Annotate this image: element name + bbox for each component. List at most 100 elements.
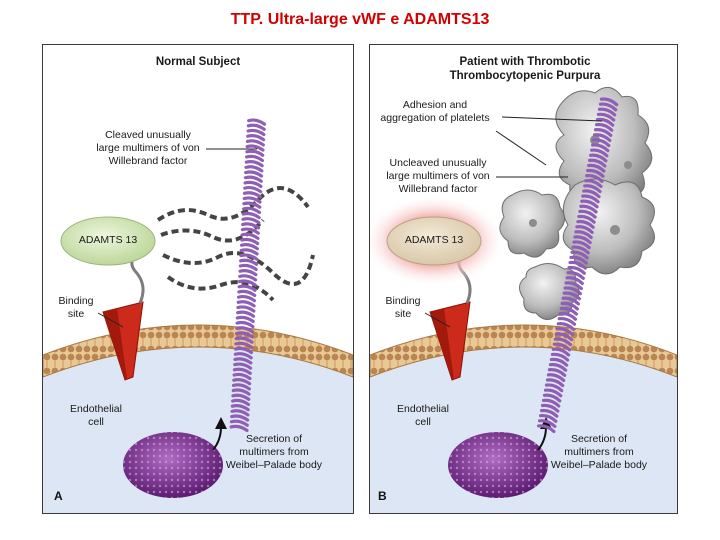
vwf-coil-turn [592,133,612,143]
panel-a-header: Normal Subject [155,56,241,68]
vwf-coil-turn [539,408,559,418]
vwf-coil-turn [241,222,261,230]
cleaved-fragment [166,275,275,302]
binding-site-label: Binding site [385,295,421,320]
cell-cytoplasm [370,345,677,513]
vwf-coil-turn [242,206,262,215]
vwf-coil-turn [231,393,251,401]
vwf-coil-turn [580,199,599,209]
vwf-coil-turn [237,279,257,287]
normal-subject-illustration [43,118,353,513]
vwf-coil-turn [557,316,577,326]
vwf-coil-turn [548,362,568,372]
vwf-coil-turn [242,201,262,209]
vwf-coil-turn [551,347,571,357]
panel-b-header: Patient with Thrombotic Thrombocytopenic… [449,56,601,82]
secretion-label: Secretion of multimers from Weibel–Palad… [550,433,648,471]
vwf-coil-turn [235,326,255,334]
leader-line [97,312,124,328]
adamts13-label: ADAMTS 13 [404,234,464,246]
vwf-coil-turn [241,211,261,220]
vwf-coil-turn [545,378,565,388]
vwf-coil-turn [230,414,250,422]
vwf-coil-turn [572,240,591,250]
uncleaved-multimers-label: Uncleaved unusually large multimers of v… [386,157,490,195]
vwf-coil-turn [238,269,258,277]
vwf-coil-turn [233,352,253,360]
vwf-coil-turn [588,158,607,168]
vwf-coil-turn [564,281,583,291]
vwf-coil-turn [561,296,580,306]
leader-line [501,116,603,122]
vwf-coil-turn [598,102,618,112]
vwf-coil-turn [239,253,259,261]
vwf-coil-turn [231,398,251,407]
vwf-coil-turn [240,237,260,246]
vwf-coil-turn [547,368,567,377]
vwf-coil-turn [593,128,613,137]
vwf-coil-turn [552,342,572,352]
vwf-coil-turn [247,118,267,126]
vwf-coil-turn [582,189,601,199]
vwf-coil-turn [583,184,602,194]
cleaved-fragment [162,251,315,286]
vwf-coil-turn [234,341,254,349]
vwf-coil-turn [576,219,595,229]
vwf-coil-turn [234,336,254,344]
panel-normal-subject: Normal Subject Cleaved unusually large m… [42,44,354,514]
vwf-coil-turn [230,403,250,412]
panel-letter-a: A [54,489,63,503]
vwf-coil-turn [585,173,604,183]
vwf-coil-turn [565,276,584,286]
vwf-coil-turn [231,383,251,391]
vwf-coil-turn [245,139,265,147]
vwf-coil-turn [538,419,557,429]
vwf-coil-turn [239,243,259,251]
vwf-coil-turn [566,271,585,280]
cleaved-multimers-label: Cleaved unusually large multimers of von… [96,129,200,167]
vwf-multimer-coil [537,97,619,434]
vwf-coil-turn [233,357,253,365]
vwf-coil-turn [238,274,258,282]
vwf-coil-turn [594,122,614,132]
vwf-coil-turn [577,214,596,224]
vwf-coil-turn [238,263,258,272]
vwf-coil-turn [234,331,254,339]
vwf-coil-turn [245,144,265,152]
vwf-multimer-coil [229,118,267,433]
vwf-coil-turn [243,185,263,194]
vwf-coil-turn [246,134,266,142]
vwf-coil-turn [543,388,563,398]
vwf-coil-turn [591,143,610,153]
secretion-arrow [537,426,547,451]
leader-line [424,312,451,328]
vwf-coil-turn [560,301,580,311]
vwf-coil-turn [578,209,597,219]
vwf-coil-turn [595,117,615,127]
vwf-coil-turn [570,250,589,260]
vwf-coil-turn [558,311,578,321]
vwf-coil-turn [244,165,264,173]
vwf-coil-turn [574,230,593,240]
vwf-coil-turn [596,112,616,122]
vwf-coil-turn [559,306,579,316]
vwf-coil-turn [589,153,608,163]
vwf-coil-turn [232,372,252,381]
vwf-coil-turn [244,159,264,168]
adhesion-aggregation-label: Adhesion and aggregation of platelets [380,99,490,124]
cleaved-fragment [156,186,310,222]
vwf-coil-turn [555,327,575,337]
vwf-coil-turn [242,196,262,204]
vwf-coil-turn [236,310,256,318]
panel-letter-b: B [378,489,387,503]
vwf-coil-turn [236,294,257,303]
vwf-coil-turn [584,179,603,188]
vwf-coil-turn [237,289,257,298]
secretion-arrow [212,426,222,451]
vwf-coil-turn [546,373,566,383]
slide-title: TTP. Ultra-large vWF e ADAMTS13 [230,11,490,28]
vwf-coil-turn [553,337,573,347]
vwf-coil-turn [542,393,562,403]
vwf-coil-turn [246,123,266,131]
vwf-coil-turn [240,227,260,235]
